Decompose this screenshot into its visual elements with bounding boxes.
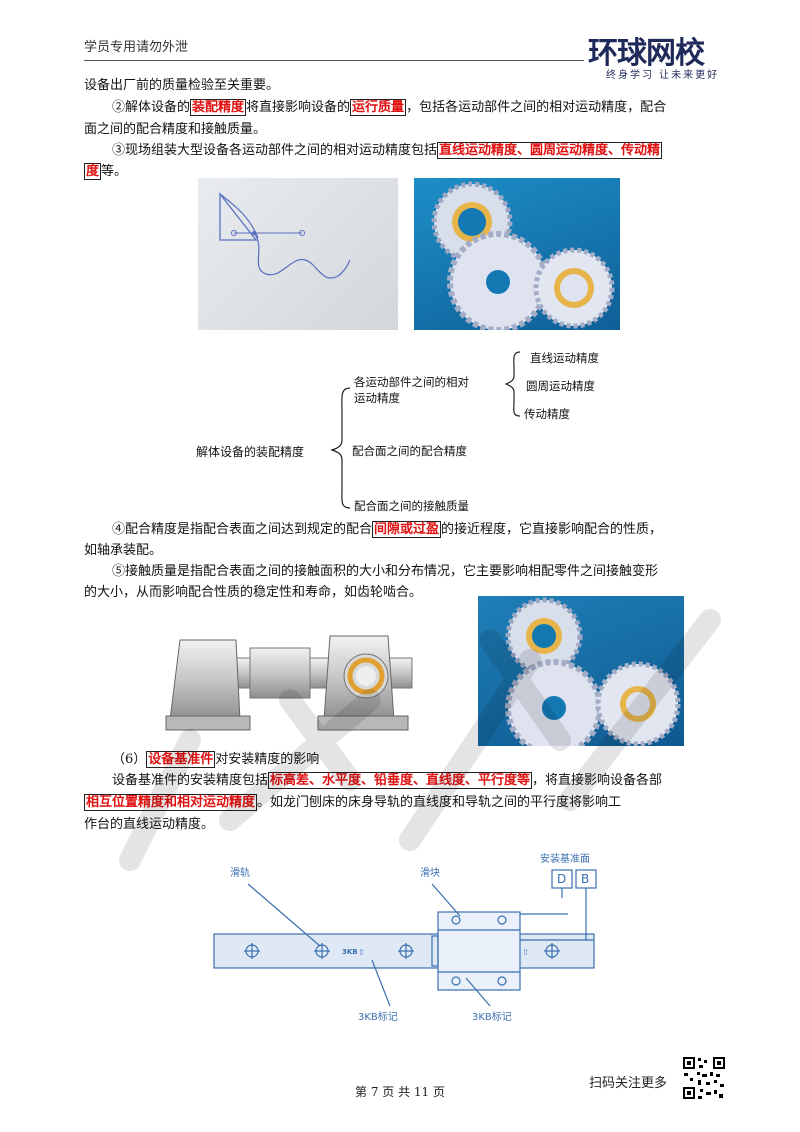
brand-logo: 环球网校 终身学习 让未来更好 <box>588 28 738 81</box>
tree-leaf-circular: 圆周运动精度 <box>526 379 595 393</box>
text-line-12: 相互位置精度和相对运动精度。如龙门刨床的床身导轨的直线度和导轨之间的平行度将影响… <box>84 794 622 811</box>
highlight-term: 装配精度 <box>190 99 247 116</box>
gears-photo-1 <box>414 178 620 330</box>
highlight-term: 度 <box>84 163 102 180</box>
logo-text: 环球网校 <box>588 36 705 71</box>
tree-leaf-transmission: 传动精度 <box>524 407 570 421</box>
label-block: 滑块 <box>420 867 440 879</box>
tree-branch-1-line-1: 各运动部件之间的相对 <box>354 375 469 389</box>
highlight-term: 间隙或过盈 <box>372 521 442 538</box>
rail-mark-text: 3KB <box>342 948 358 956</box>
svg-text:⇧: ⇧ <box>522 948 529 957</box>
curve-sketch-image <box>198 178 398 330</box>
highlight-term: 设备基准件 <box>146 751 216 768</box>
tree-leaf-linear: 直线运动精度 <box>530 351 599 365</box>
header-divider <box>84 60 584 61</box>
rail-slider-diagram: 3KB ⇧ ⇧ 滑轨 滑块 安装基准面 D B 3KB标记 3KB标记 <box>210 850 605 1030</box>
bearing-assembly-image <box>140 600 440 746</box>
highlight-term: 标高差、水平度、铅垂度、直线度、平行度等 <box>268 772 533 789</box>
label-mark-rail: 3KB标记 <box>358 1011 398 1023</box>
scan-follow-text: 扫码关注更多 <box>589 1076 668 1091</box>
gears-photo-2 <box>478 596 684 746</box>
text-line-2: ②解体设备的装配精度将直接影响设备的运行质量，包括各运动部件之间的相对运动精度，… <box>112 99 667 116</box>
highlight-term: 相互位置精度和相对运动精度 <box>84 794 258 811</box>
tree-branch-2: 配合面之间的配合精度 <box>352 444 467 458</box>
text-line-4: ③现场组装大型设备各运动部件之间的相对运动精度包括直线运动精度、圆周运动精度、传… <box>112 142 663 159</box>
box-b: B <box>581 872 589 886</box>
text-line-8: ⑤接触质量是指配合表面之间的接触面积的大小和分布情况，它主要影响相配零件之间接触… <box>112 564 659 579</box>
tree-root: 解体设备的装配精度 <box>196 445 305 459</box>
box-d: D <box>557 872 566 886</box>
qr-code-icon <box>682 1056 726 1100</box>
logo-slogan: 终身学习 让未来更好 <box>606 70 720 81</box>
header-note: 学员专用请勿外泄 <box>84 40 189 55</box>
label-mark-block: 3KB标记 <box>472 1011 512 1023</box>
highlight-term: 直线运动精度、圆周运动精度、传动精 <box>437 142 663 159</box>
text-line-9: 的大小，从而影响配合性质的稳定性和寿命，如齿轮啮合。 <box>84 585 423 600</box>
page-number: 第 7 页 共 11 页 <box>355 1085 445 1099</box>
label-reference-face: 安装基准面 <box>540 852 590 865</box>
text-line-3: 面之间的配合精度和接触质量。 <box>84 122 267 137</box>
text-line-5: 度等。 <box>84 163 128 180</box>
text-line-10: （6）设备基准件对安装精度的影响 <box>112 751 320 768</box>
text-line-13: 作台的直线运动精度。 <box>84 817 215 832</box>
text-line-1: 设备出厂前的质量检验至关重要。 <box>84 78 280 93</box>
text-line-7: 如轴承装配。 <box>84 543 163 558</box>
tree-branch-1-line-2: 运动精度 <box>354 391 400 405</box>
text-line-6: ④配合精度是指配合表面之间达到规定的配合间隙或过盈的接近程度，它直接影响配合的性… <box>112 521 663 538</box>
tree-branch-3: 配合面之间的接触质量 <box>354 499 469 513</box>
svg-text:⇧: ⇧ <box>358 948 365 957</box>
text-line-11: 设备基准件的安装精度包括标高差、水平度、铅垂度、直线度、平行度等，将直接影响设备… <box>112 772 663 789</box>
highlight-term: 运行质量 <box>350 99 407 116</box>
watermark-logo <box>119 609 721 871</box>
label-rail: 滑轨 <box>230 866 250 879</box>
